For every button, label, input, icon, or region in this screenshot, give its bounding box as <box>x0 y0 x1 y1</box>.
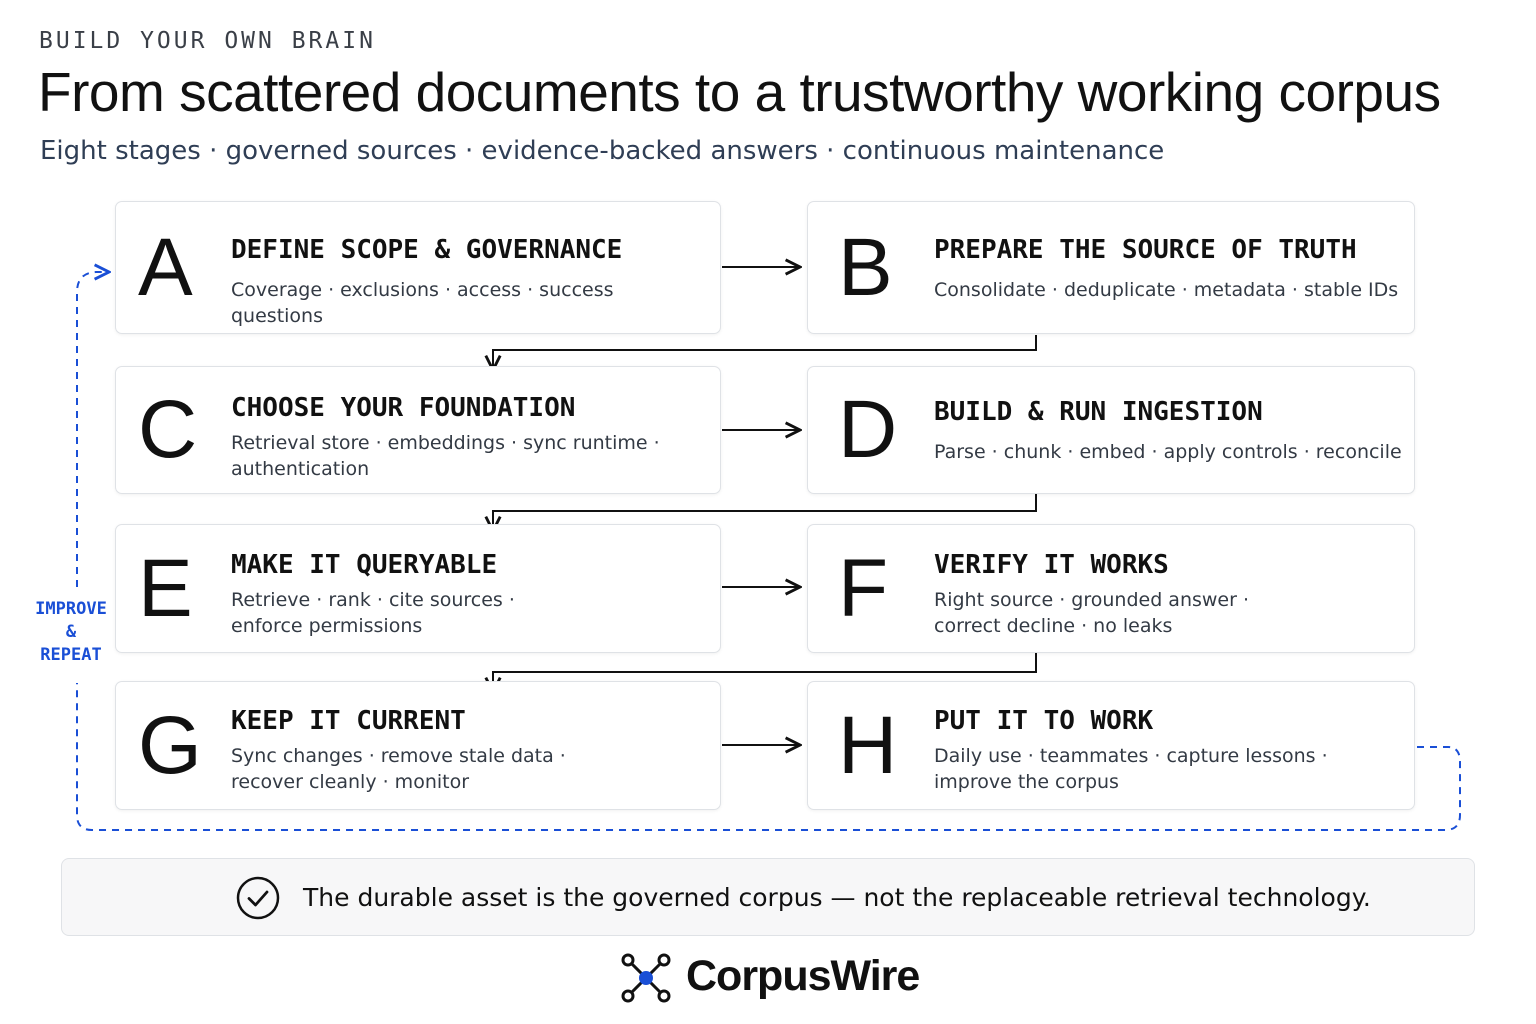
loop-right-segment <box>76 683 1461 831</box>
stage-letter: C <box>138 384 198 475</box>
stage-description: Retrieve · rank · cite sources · enforce… <box>231 589 515 637</box>
stage-card-c: C CHOOSE YOUR FOUNDATION Retrieval store… <box>115 366 721 494</box>
check-circle-icon <box>236 876 280 920</box>
stage-letter: E <box>138 542 193 634</box>
stage-letter: A <box>138 221 193 313</box>
loop-label-line2: & <box>65 622 77 642</box>
stage-card-e: E MAKE IT QUERYABLE Retrieve · rank · ci… <box>115 524 721 653</box>
loop-left-segment <box>76 272 109 587</box>
stage-card-h: H PUT IT TO WORK Daily use · teammates ·… <box>807 681 1415 810</box>
stage-letter: B <box>838 221 893 313</box>
stage-card-f: F VERIFY IT WORKS Right source · grounde… <box>807 524 1415 653</box>
eyebrow: BUILD YOUR OWN BRAIN <box>39 28 376 54</box>
stage-description: Coverage · exclusions · access · success… <box>231 279 614 327</box>
page-title: From scattered documents to a trustworth… <box>38 61 1441 123</box>
connector-d-to-e <box>493 494 1037 531</box>
stage-description: Parse · chunk · embed · apply controls ·… <box>934 441 1402 463</box>
stage-card-g: G KEEP IT CURRENT Sync changes · remove … <box>115 681 721 810</box>
brand-logo-text: CorpusWire <box>686 952 920 1000</box>
stage-title: KEEP IT CURRENT <box>231 706 466 736</box>
stage-description: Daily use · teammates · capture lessons … <box>934 745 1328 793</box>
subtitle: Eight stages · governed sources · eviden… <box>40 136 1165 166</box>
stage-letter: D <box>838 384 898 475</box>
stage-title: VERIFY IT WORKS <box>934 550 1169 580</box>
stage-title: CHOOSE YOUR FOUNDATION <box>231 393 576 423</box>
stage-letter: H <box>838 699 898 791</box>
stage-letter: G <box>138 699 202 791</box>
stage-description: Consolidate · deduplicate · metadata · s… <box>934 279 1399 301</box>
stage-card-d: D BUILD & RUN INGESTION Parse · chunk · … <box>807 366 1415 494</box>
stage-card-b: B PREPARE THE SOURCE OF TRUTH Consolidat… <box>807 201 1415 334</box>
loop-label-line3: REPEAT <box>40 645 102 665</box>
loop-label: IMPROVE & REPEAT <box>30 598 112 667</box>
stage-card-a: A DEFINE SCOPE & GOVERNANCE Coverage · e… <box>115 201 721 334</box>
loop-label-line1: IMPROVE <box>35 599 107 619</box>
stage-description: Right source · grounded answer · correct… <box>934 589 1250 637</box>
takeaway-text: The durable asset is the governed corpus… <box>303 883 1371 912</box>
stage-description: Retrieval store · embeddings · sync runt… <box>231 432 660 480</box>
stage-title: BUILD & RUN INGESTION <box>934 397 1263 427</box>
stage-title: DEFINE SCOPE & GOVERNANCE <box>231 235 623 265</box>
network-node-icon <box>621 953 671 1003</box>
stage-title: MAKE IT QUERYABLE <box>231 550 498 580</box>
stage-description: Sync changes · remove stale data · recov… <box>231 745 566 793</box>
stage-title: PREPARE THE SOURCE OF TRUTH <box>934 235 1357 265</box>
stage-title: PUT IT TO WORK <box>934 706 1154 736</box>
takeaway-banner <box>61 858 1475 936</box>
stage-letter: F <box>838 542 889 634</box>
connector-b-to-c <box>493 335 1037 370</box>
